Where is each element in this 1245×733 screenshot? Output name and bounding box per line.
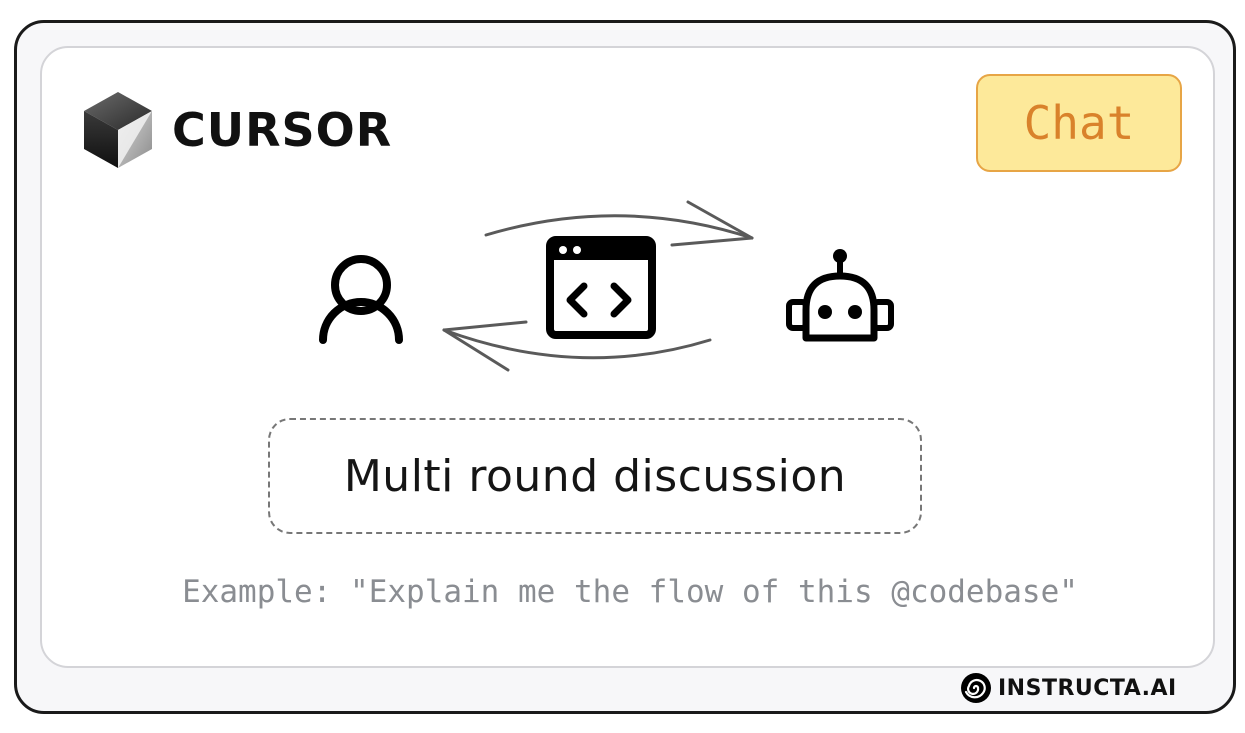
chat-mode-badge[interactable]: Chat [976, 74, 1182, 172]
footer-text: INSTRUCTA.AI [998, 675, 1177, 701]
brand-name: CURSOR [172, 103, 393, 157]
example-text: Example: "Explain me the flow of this @c… [182, 574, 1078, 610]
cursor-logo-icon [84, 92, 152, 168]
caption-box: Multi round discussion [268, 418, 922, 534]
footer-brand: INSTRUCTA.AI [960, 672, 1177, 704]
caption-text: Multi round discussion [343, 450, 847, 502]
instructa-spiral-icon [961, 673, 991, 703]
